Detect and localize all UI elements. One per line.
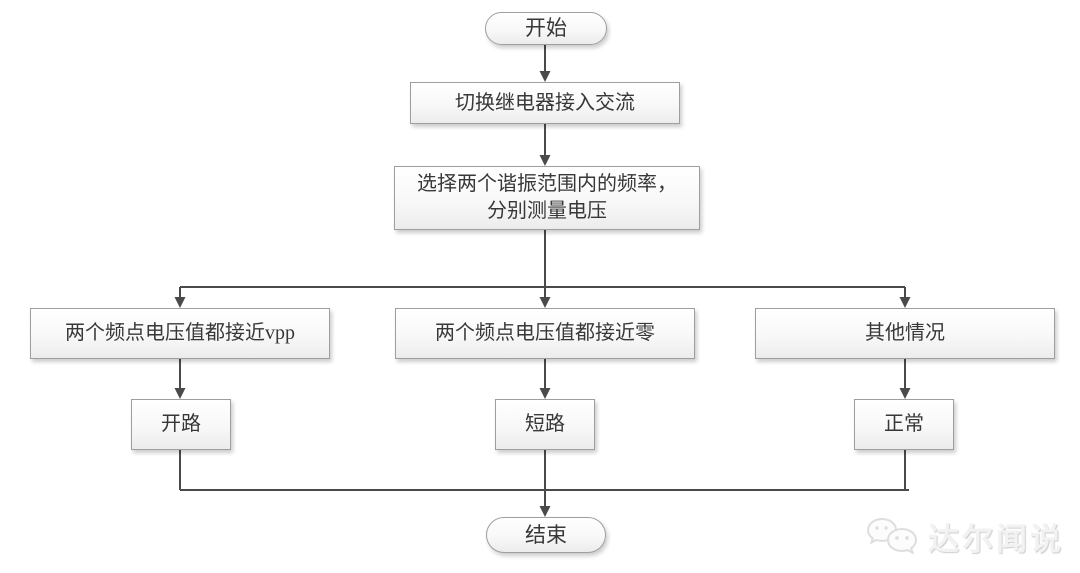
node-end-label: 结束 [525,522,567,547]
node-result-normal: 正常 [854,399,954,450]
node-step-select-label: 选择两个谐振范围内的频率，分别测量电压 [417,173,677,222]
node-cond-vpp: 两个频点电压值都接近vpp [30,308,330,359]
node-start-label: 开始 [525,16,567,41]
node-cond-zero: 两个频点电压值都接近零 [395,308,695,359]
node-cond-vpp-label: 两个频点电压值都接近vpp [65,322,295,344]
node-result-normal-label: 正常 [884,413,924,435]
watermark-text: 达尔闻说 [928,522,1064,557]
node-step-relay: 切换继电器接入交流 [410,82,680,124]
node-cond-zero-label: 两个频点电压值都接近零 [435,322,655,344]
node-cond-other: 其他情况 [755,308,1055,359]
node-cond-other-label: 其他情况 [865,322,945,344]
node-step-relay-label: 切换继电器接入交流 [455,91,635,114]
node-step-select: 选择两个谐振范围内的频率，分别测量电压 [394,166,700,230]
node-result-short-label: 短路 [525,413,565,435]
chat-bubbles-icon [866,517,918,555]
node-end: 结束 [486,517,606,553]
node-start: 开始 [485,12,607,45]
node-result-open-label: 开路 [161,413,201,435]
watermark: 达尔闻说 [866,514,1064,559]
node-result-short: 短路 [495,399,595,450]
node-result-open: 开路 [131,399,231,450]
